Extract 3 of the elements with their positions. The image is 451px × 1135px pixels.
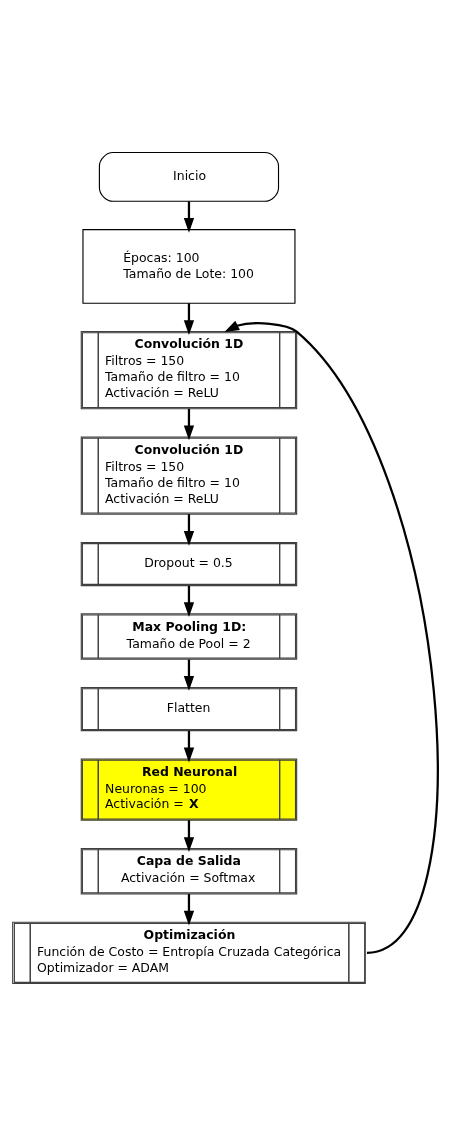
arrow (224, 320, 439, 954)
node-box: Inicio (98, 151, 280, 202)
node-box: Épocas: 100 Tamaño de Lote: 100 (82, 228, 296, 304)
